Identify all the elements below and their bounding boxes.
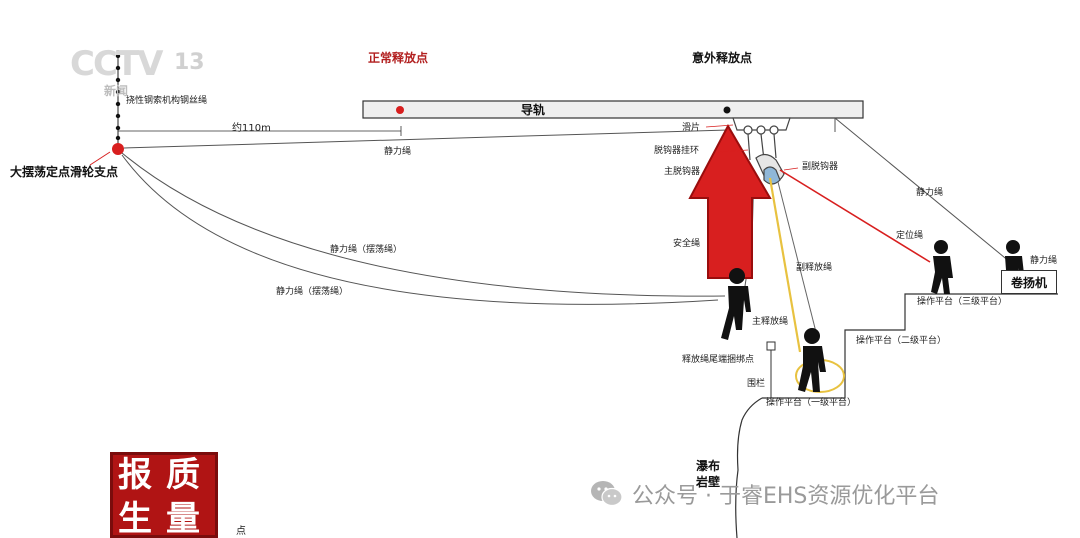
watermark: 公众号 · 于睿EHS资源优化平台 xyxy=(590,476,939,512)
position-rope-label: 定位绳 xyxy=(896,231,924,241)
cctv-text: CCTV xyxy=(70,44,163,84)
rail-label: 导轨 xyxy=(521,103,546,117)
accident-release-point xyxy=(723,106,731,114)
platform-1-label: 操作平台（一级平台） xyxy=(766,398,857,408)
aux-hook-rope xyxy=(779,169,931,263)
leader-lines xyxy=(705,124,799,171)
rail-bar xyxy=(362,100,864,119)
waterfall-label-2: 岩壁 xyxy=(696,475,721,489)
cctv-sub: 新闻 xyxy=(104,84,129,98)
watermark-text: 公众号 · 于睿EHS资源优化平台 xyxy=(632,484,940,509)
flex-wire-label: 挠性钢索机构钢丝绳 xyxy=(126,96,208,106)
main-hook-label: 主脱钩器 xyxy=(664,167,701,177)
main-release-rope-line xyxy=(768,177,802,353)
platform-outline xyxy=(762,293,1058,399)
flex-wire-dots xyxy=(115,53,121,141)
static-rope-winch-label: 静力绳 xyxy=(1030,256,1058,266)
cctv-logo: CCTV 13 新闻 xyxy=(70,44,210,98)
cctv-number: 13 xyxy=(174,50,205,75)
aux-release-rope-label: 副释放绳 xyxy=(796,263,833,273)
static-rope-top-label: 静力绳 xyxy=(384,147,412,157)
swing-rope-1 xyxy=(121,152,726,297)
aux-release-rope-line xyxy=(777,181,819,341)
pivot-label: 大摆荡定点滑轮支点 xyxy=(10,165,119,179)
swing-rope-2-label: 静力绳（摆荡绳） xyxy=(276,287,349,297)
static-rope-right-label: 静力绳 xyxy=(916,188,944,198)
show-logo-char-4: 量 xyxy=(166,499,200,538)
platform-2-label: 操作平台（二级平台） xyxy=(856,336,947,346)
fence-label: 围栏 xyxy=(747,379,766,389)
pivot-pulley xyxy=(112,143,124,155)
static-rope-right xyxy=(834,117,1011,263)
swing-rope-1-label: 静力绳（摆荡绳） xyxy=(330,245,403,255)
distance-label: 约110m xyxy=(232,123,271,134)
static-rope-top xyxy=(123,129,729,149)
normal-release-point xyxy=(396,106,404,114)
waterfall-label-1: 瀑布 xyxy=(696,459,721,473)
red-up-arrow xyxy=(688,123,772,279)
aux-hook-label: 副脱钩器 xyxy=(802,162,839,172)
main-release-rope-label: 主释放绳 xyxy=(752,317,789,327)
tail-point-label: 释放绳尾端捆绑点 xyxy=(682,355,755,365)
winch-box: 卷扬机 xyxy=(1001,270,1057,294)
accident-release-label: 意外释放点 xyxy=(692,51,753,65)
tail-point-marker xyxy=(766,341,776,351)
slider-label: 滑片 xyxy=(682,123,701,133)
pivot-pointer xyxy=(89,151,111,166)
wechat-icon xyxy=(590,479,624,509)
hook-ring-label: 脱钩器挂环 xyxy=(654,146,700,156)
person-hanging xyxy=(721,268,751,340)
safety-rope-label: 安全绳 xyxy=(673,239,701,249)
show-logo: 报 质 生 量 xyxy=(110,452,218,538)
person-platform-1 xyxy=(798,328,826,392)
person-platform-3a xyxy=(931,240,953,294)
normal-release-label: 正常释放点 xyxy=(368,51,429,65)
swing-rope-2 xyxy=(121,154,719,305)
show-logo-char-3: 生 xyxy=(118,499,152,538)
show-logo-char-2: 质 xyxy=(166,455,200,495)
show-logo-char-1: 报 xyxy=(118,455,152,495)
platform-3-label: 操作平台（三级平台） xyxy=(917,297,1008,307)
cliff-wall xyxy=(735,397,763,538)
bottom-cut-label: 点 xyxy=(236,526,246,537)
